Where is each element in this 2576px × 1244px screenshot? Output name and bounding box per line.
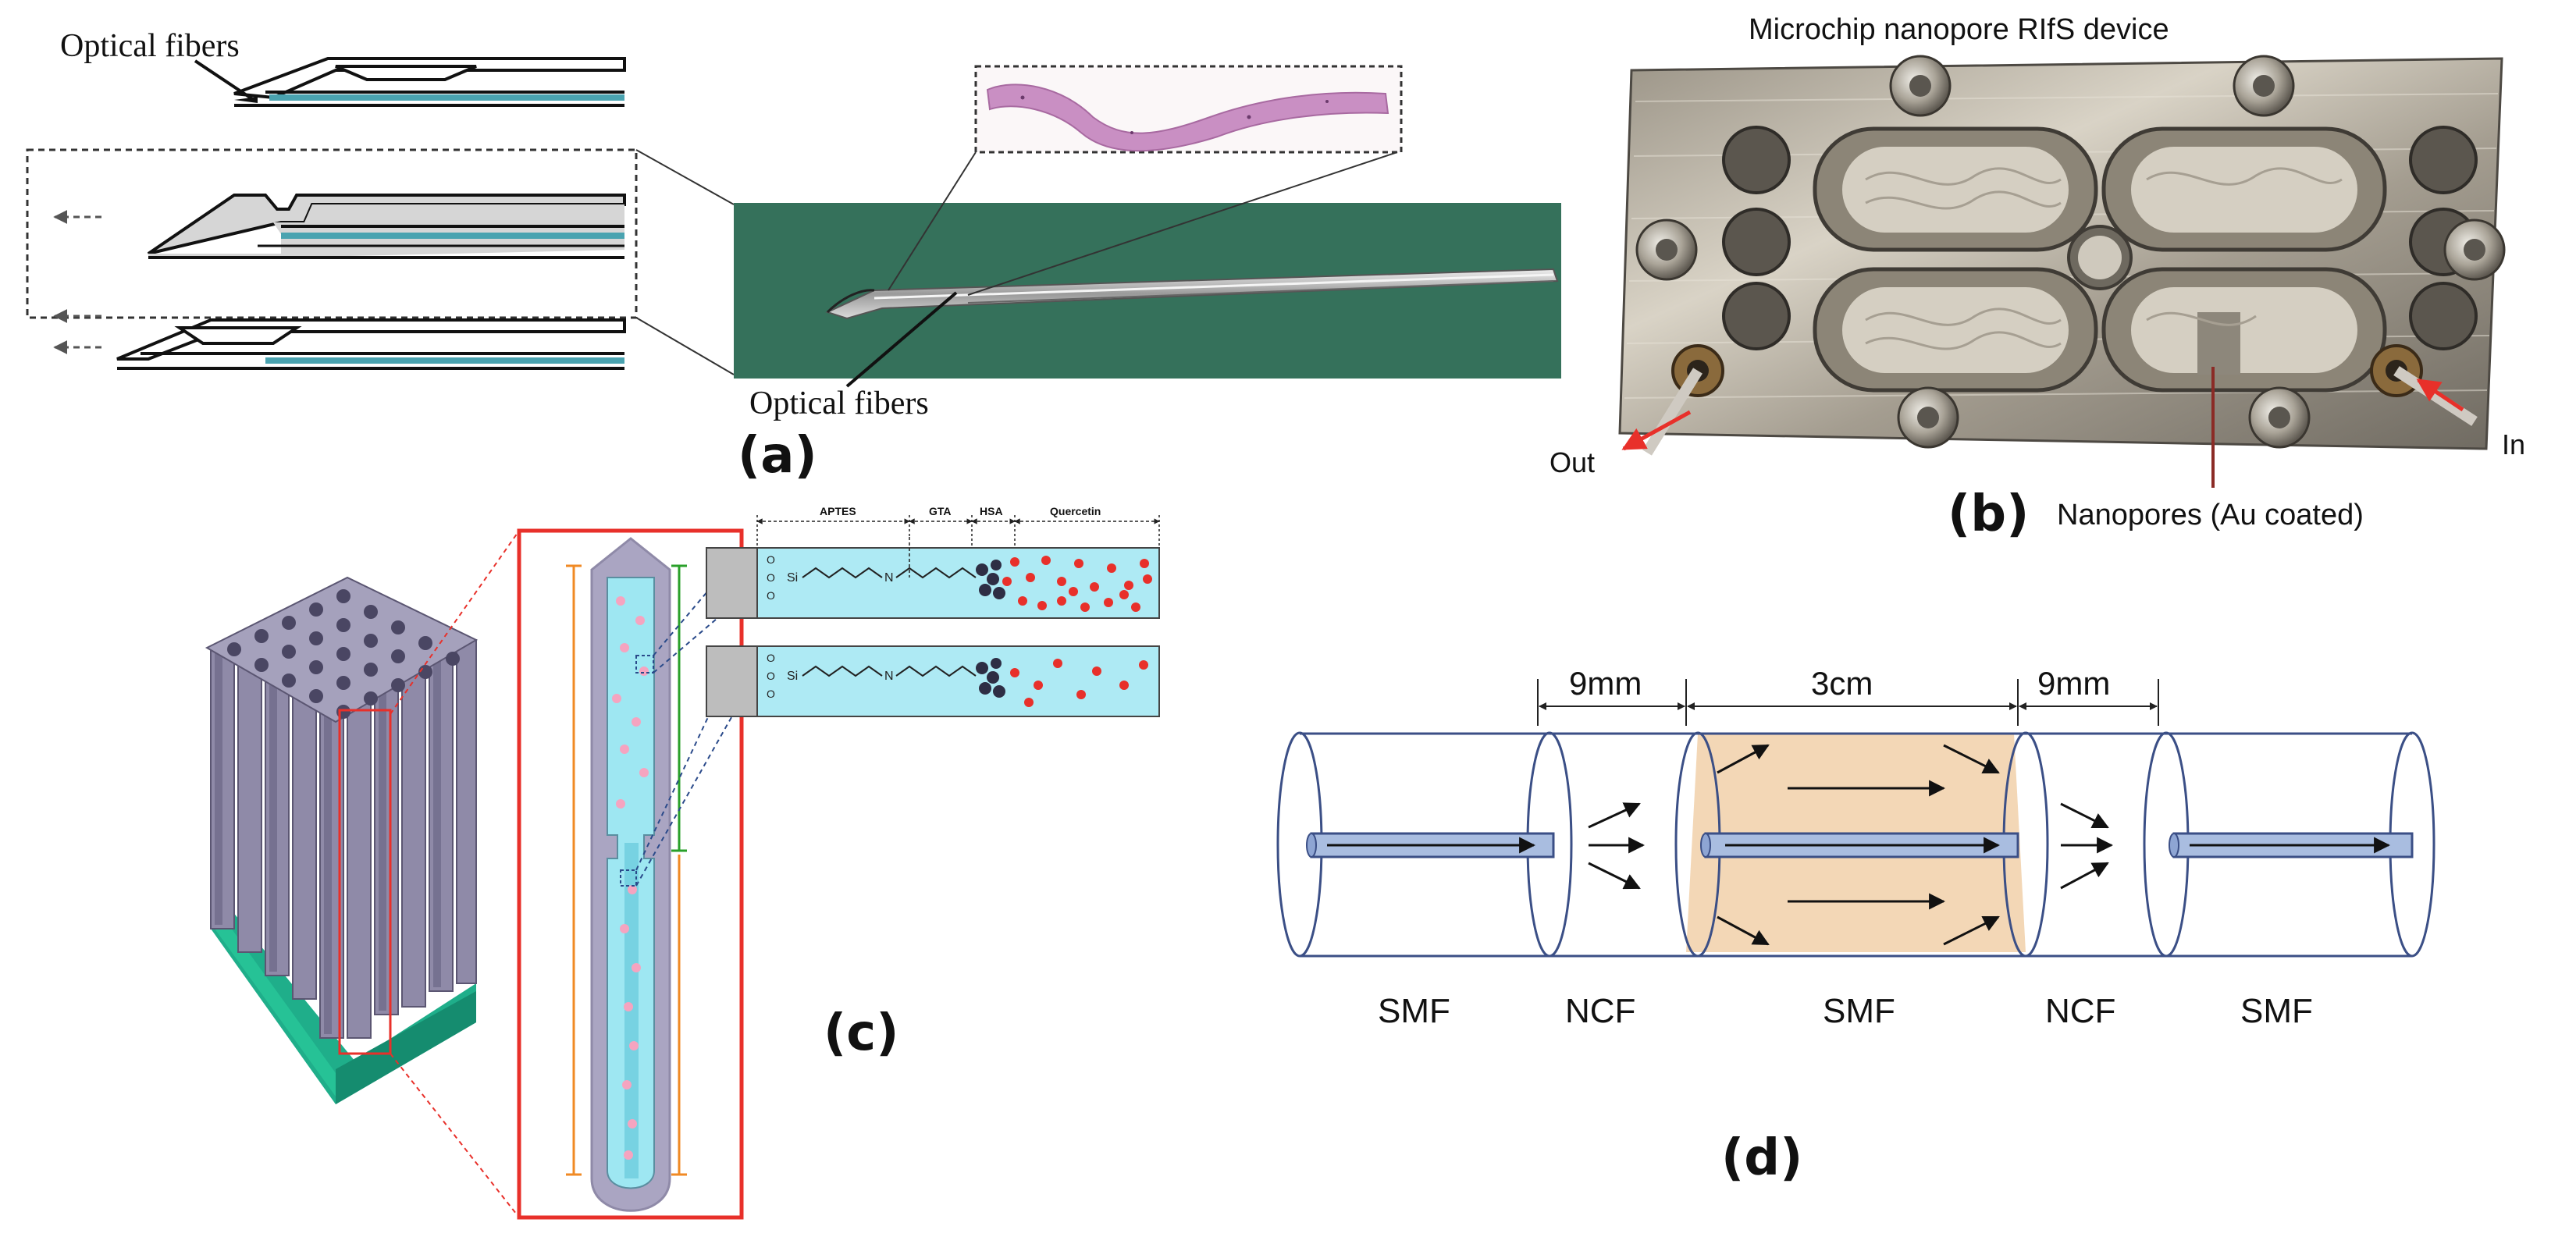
- nanotube-array-3d: [205, 576, 479, 1104]
- svg-text:O: O: [767, 553, 775, 566]
- segment-smf-2: SMF: [1823, 992, 1895, 1030]
- needle-open-diagram: [53, 194, 626, 259]
- surface-chemistry-segments: APTES GTA HSA Quercetin: [756, 505, 1160, 548]
- svg-text:O: O: [767, 670, 775, 682]
- panel-d: 9mm 3cm 9mm: [1276, 665, 2435, 1187]
- svg-text:Si: Si: [787, 670, 798, 683]
- needle-inset-frame: [26, 148, 638, 319]
- out-label: Out: [1550, 446, 1595, 478]
- svg-text:O: O: [767, 571, 775, 584]
- segment-gta: GTA: [929, 505, 952, 517]
- optical-fibers-pointer-top: [194, 59, 255, 101]
- device-chambers: [1813, 126, 2387, 393]
- panel-c-label: (c): [824, 1004, 898, 1062]
- surface-chemistry-strip-bottom: O O O Si N: [706, 645, 1160, 717]
- segment-ncf-1: NCF: [1565, 992, 1635, 1030]
- optical-fibers-label-bottom: Optical fibers: [749, 386, 929, 421]
- panel-a: Optical fibers: [26, 28, 1561, 485]
- segment-smf-1: SMF: [1378, 992, 1450, 1030]
- light-arrows: [1588, 744, 2114, 946]
- svg-text:O: O: [767, 688, 775, 700]
- device-title: Microchip nanopore RIfS device: [1749, 13, 2169, 46]
- svg-text:N: N: [884, 571, 894, 585]
- dim-right-label: 9mm: [2037, 665, 2110, 702]
- segment-aptes: APTES: [820, 505, 856, 517]
- segment-smf-3: SMF: [2240, 992, 2313, 1030]
- optical-fibers-pointer-bottom: [845, 291, 958, 388]
- needle-fired-diagram: [53, 309, 626, 370]
- svg-text:O: O: [767, 589, 775, 602]
- panel-b-label: (b): [1948, 485, 2029, 543]
- tissue-histology-inset: [888, 65, 1403, 296]
- surface-chemistry-strip-top: O O O Si N: [706, 537, 1160, 619]
- device-bolts: [1635, 55, 2506, 449]
- panel-b: Microchip nanopore RIfS device: [1550, 13, 2525, 543]
- svg-text:Si: Si: [787, 571, 798, 585]
- svg-text:N: N: [884, 670, 894, 683]
- optical-fibers-label-top: Optical fibers: [60, 28, 240, 64]
- segment-ncf-2: NCF: [2045, 992, 2115, 1030]
- panel-d-label: (d): [1721, 1129, 1802, 1187]
- segment-hsa: HSA: [980, 505, 1003, 517]
- biopsy-needle-photo: [734, 203, 1561, 379]
- needle-closed-diagram: [233, 57, 626, 107]
- fiber-dimensions: 9mm 3cm 9mm: [1537, 665, 2159, 726]
- panel-c: O O O Si N: [205, 505, 1160, 1220]
- fiber-cores: [1306, 832, 2414, 858]
- dim-left-label: 9mm: [1569, 665, 1642, 702]
- panel-a-label: (a): [738, 427, 817, 485]
- dim-center-label: 3cm: [1811, 665, 1873, 702]
- single-nanotube: [566, 537, 687, 1212]
- in-label: In: [2502, 428, 2525, 460]
- in-arrow: [2416, 378, 2464, 412]
- svg-text:O: O: [767, 652, 775, 664]
- nanopores-label: Nanopores (Au coated): [2057, 499, 2364, 531]
- out-arrow: [1621, 410, 1692, 451]
- segment-quercetin: Quercetin: [1050, 505, 1101, 517]
